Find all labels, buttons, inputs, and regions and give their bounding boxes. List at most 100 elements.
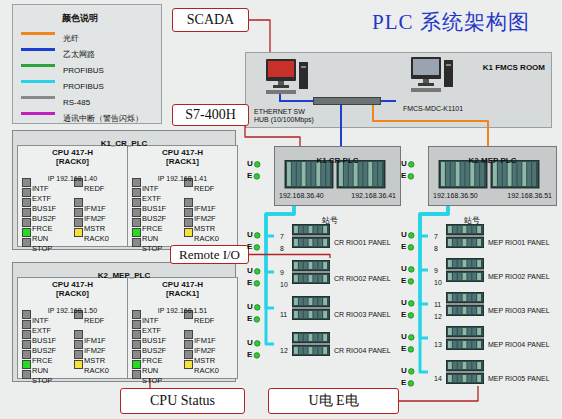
ip-address: 192.168.36.51 [507, 192, 552, 199]
rack-module [439, 160, 487, 188]
hub-label-wrap: ETHERNET SW HUB (10/100Mbps) [254, 108, 320, 126]
status-text: MSTR [194, 224, 215, 233]
status-text: IFM2F [194, 346, 216, 355]
label-wrap: 7 [434, 225, 438, 243]
rack-module [453, 328, 457, 335]
rack-module [458, 307, 462, 314]
rack-module [441, 162, 445, 186]
status-indicator-label: E [247, 243, 252, 252]
station-label: 7 [280, 233, 284, 241]
status-dot [408, 335, 414, 341]
rack-module [304, 347, 308, 354]
status-dot [408, 279, 414, 285]
rack-module [323, 239, 327, 246]
label-wrap: 7 [280, 225, 284, 243]
status-text: EXTF [142, 326, 161, 335]
ip-address: 192.168.36.40 [279, 192, 324, 199]
rack-module [313, 311, 317, 318]
label-wrap: U [401, 257, 407, 275]
status-indicator-label: U [401, 160, 407, 169]
status-dot [254, 174, 260, 180]
computer-part [266, 90, 296, 94]
status-led [22, 238, 31, 247]
rack-module [299, 226, 303, 233]
rack-module [508, 162, 512, 186]
network-link [420, 206, 448, 270]
rack-module [309, 334, 313, 341]
rack-module [463, 294, 467, 301]
status-text: RACK0 [84, 234, 109, 243]
rack-module [304, 239, 308, 246]
label-wrap: U [401, 152, 407, 170]
status-led [22, 310, 31, 319]
rack-module [453, 239, 457, 246]
legend-row: 乙太网路 [21, 43, 95, 61]
cpu-status-panel: CPU 417-H [RACK1]IP 192.168.1.51INTFREDF… [127, 277, 238, 379]
rio-rack-icon [446, 360, 484, 384]
callout-box: U电 E电 [268, 388, 399, 414]
rack-module [448, 226, 452, 233]
rack-module [491, 160, 539, 188]
status-text: IFM1F [194, 204, 216, 213]
status-text: RACK0 [194, 366, 219, 375]
rio-rack-icon [446, 224, 484, 248]
status-dot [254, 269, 260, 275]
rack-module [294, 275, 298, 282]
rack-module [458, 341, 462, 348]
rack-module [453, 341, 457, 348]
rack-module [294, 347, 298, 354]
rack-module [318, 311, 322, 318]
rack-module [458, 375, 462, 382]
group-title: K1_CR_PLC [101, 139, 148, 148]
status-text: MSTR [84, 356, 105, 365]
label-wrap: 站号 [464, 209, 480, 227]
rack-module [448, 307, 452, 314]
status-indicator-label: U [401, 265, 407, 274]
label-wrap: U [401, 223, 407, 241]
rack-module [448, 294, 452, 301]
status-dot [254, 305, 260, 311]
status-text: RUN [32, 366, 48, 375]
status-text: IFM1F [194, 336, 216, 345]
status-led [132, 350, 141, 359]
label-wrap: U [247, 223, 253, 241]
network-link [266, 206, 294, 308]
rack-module [321, 162, 325, 186]
computer-part [411, 88, 441, 92]
status-led [22, 370, 31, 379]
cpu-title: CPU 417-H [RACK0] [41, 280, 105, 298]
remote-io-panel: MEP RIO01 PANEL [428, 222, 557, 250]
rack-module [463, 328, 467, 335]
status-led [132, 360, 141, 369]
label-wrap: 11 [434, 293, 441, 311]
rack-module [456, 162, 460, 186]
rack-module [318, 334, 322, 341]
hub-label: ETHERNET SW HUB (10/100Mbps) [254, 108, 320, 124]
legend-title: 颜色说明 [62, 14, 98, 24]
remote-io-panel: CR RIO02 PANEL [274, 258, 401, 286]
status-text: FRCE [32, 356, 52, 365]
status-text: EXTF [142, 194, 161, 203]
rack-module [472, 328, 476, 335]
rack-module [453, 294, 457, 301]
status-text: BUS1F [142, 204, 166, 213]
rack-module [292, 273, 330, 284]
rio-label: MEP RIO02 PANEL [488, 273, 550, 280]
status-led [184, 198, 193, 207]
rack-module [316, 162, 320, 186]
rack-module [458, 273, 462, 280]
legend-row: 通讯中断（警告闪烁） [21, 107, 143, 125]
station-label: 7 [434, 233, 438, 241]
rack-module [304, 226, 308, 233]
rack-module [313, 275, 317, 282]
rack-module [493, 162, 497, 186]
rack-module [458, 226, 462, 233]
computer-part [446, 64, 451, 66]
legend-text: 光纤 [63, 33, 79, 44]
rack-module [309, 275, 313, 282]
ip-address: 192.168.36.50 [433, 192, 478, 199]
rack-module [477, 328, 481, 335]
status-indicator-label: E [247, 315, 252, 324]
computer-part [411, 57, 441, 79]
rack-module [292, 162, 296, 186]
